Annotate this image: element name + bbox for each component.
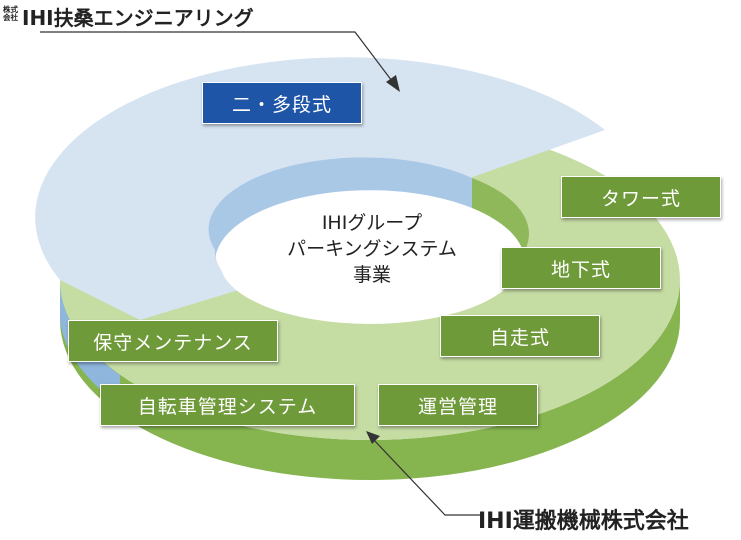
company-prefix: 株式会社 <box>3 5 18 22</box>
bottom-company-name: IHI運搬機械株式会社 <box>478 509 689 534</box>
center-line-1: IHIグループ <box>321 212 423 234</box>
center-line-3: 事業 <box>352 264 391 286</box>
top-company-name: IHI扶桑エンジニアリング <box>22 6 254 30</box>
label-nidan: 二・多段式 <box>202 82 362 124</box>
leader-lines <box>40 31 480 516</box>
bottom-arrow-icon <box>366 431 380 444</box>
label-hoshu: 保守メンテナンス <box>68 320 278 362</box>
top-leader-line <box>40 31 396 86</box>
ring-hole <box>208 157 529 324</box>
center-title: IHIグループ パーキングシステム 事業 <box>262 210 482 288</box>
label-jisou: 自走式 <box>440 315 600 357</box>
label-jitensha: 自転車管理システム <box>100 384 355 426</box>
label-chika: 地下式 <box>501 247 661 289</box>
label-uneikanri: 運営管理 <box>378 384 538 426</box>
top-arrow-icon <box>386 75 400 92</box>
bottom-leader-line <box>371 437 480 516</box>
ring-side <box>59 280 680 480</box>
center-line-2: パーキングシステム <box>287 238 457 260</box>
label-tower: タワー式 <box>561 176 721 218</box>
